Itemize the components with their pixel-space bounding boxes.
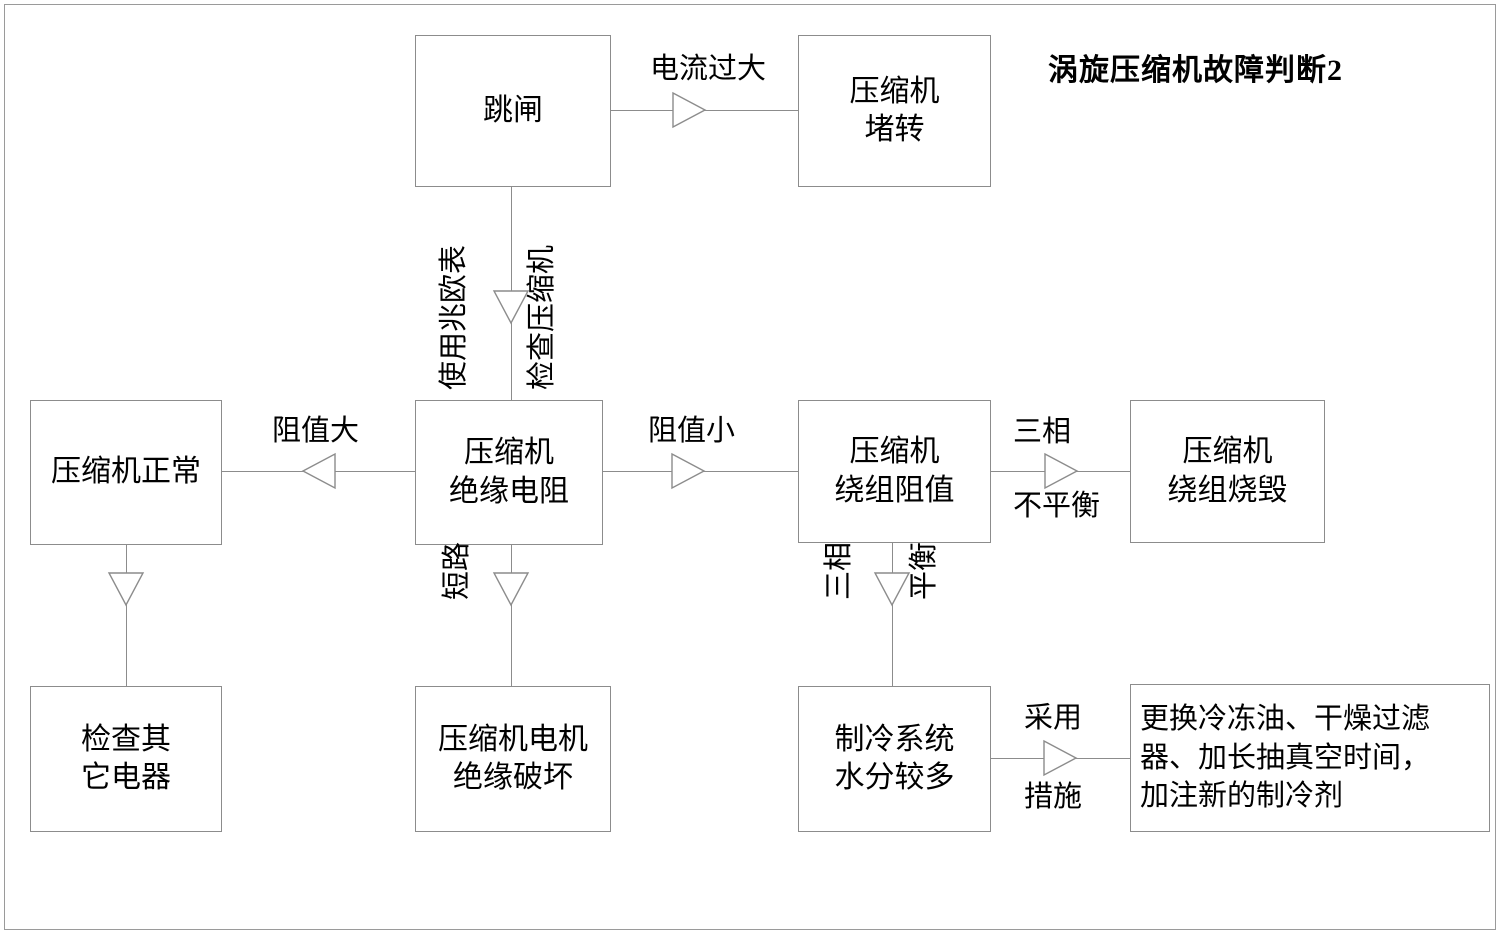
edge-label-measure: 措施 <box>1024 781 1083 813</box>
edge-label-over-current: 电流过大 <box>650 53 767 85</box>
edge-winding-to-system-water <box>892 543 893 686</box>
node-system-water[interactable]: 制冷系统 水分较多 <box>798 686 991 832</box>
edge-label-resistance-high: 阻值大 <box>272 415 360 447</box>
node-winding-resistance[interactable]: 压缩机 绕组阻值 <box>798 400 991 543</box>
edge-label-three-phase-2: 三相 <box>823 541 855 600</box>
edge-label-check-compressor: 检查压缩机 <box>526 244 558 390</box>
edge-label-short-circuit: 短路 <box>441 541 473 600</box>
node-winding-burnout[interactable]: 压缩机 绕组烧毁 <box>1130 400 1325 543</box>
edge-label-resistance-low: 阻值小 <box>648 415 736 447</box>
edge-label-three-phase: 三相 <box>1013 416 1072 448</box>
node-check-other-appliances[interactable]: 检查其 它电器 <box>30 686 222 832</box>
node-insulation-resistance[interactable]: 压缩机 绝缘电阻 <box>415 400 603 545</box>
node-measures[interactable]: 更换冷冻油、干燥过滤 器、加长抽真空时间， 加注新的制冷剂 <box>1130 684 1490 832</box>
node-compressor-stall[interactable]: 压缩机 堵转 <box>798 35 991 187</box>
edge-normal-to-check-other <box>126 545 127 686</box>
node-compressor-normal[interactable]: 压缩机正常 <box>30 400 222 545</box>
edge-label-unbalanced: 不平衡 <box>1013 490 1101 522</box>
edge-insulation-to-motor-insul <box>511 545 512 686</box>
edge-label-use-megohm: 使用兆欧表 <box>438 244 470 390</box>
edge-label-balanced: 平衡 <box>908 541 940 600</box>
diagram-title: 涡旋压缩机故障判断2 <box>1048 54 1343 87</box>
node-motor-insulation-damage[interactable]: 压缩机电机 绝缘破坏 <box>415 686 611 832</box>
edge-label-adopt: 采用 <box>1024 702 1083 734</box>
node-trip[interactable]: 跳闸 <box>415 35 611 187</box>
